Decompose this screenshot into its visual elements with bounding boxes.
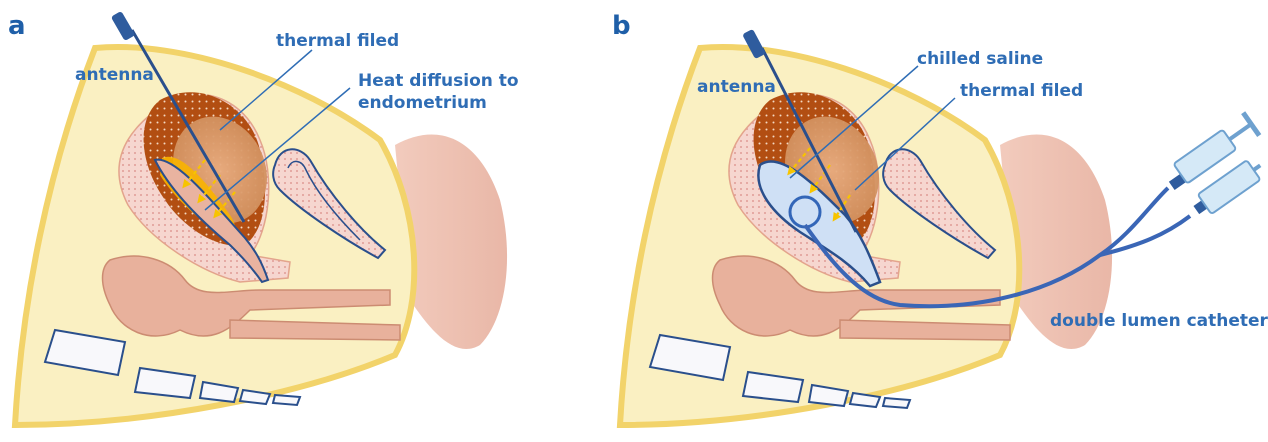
label-thermal-b: thermal filed bbox=[960, 81, 1083, 101]
panel-letter-b: b bbox=[612, 11, 631, 41]
catheter-tube-2 bbox=[1100, 216, 1190, 255]
panel-a: a bbox=[8, 11, 519, 425]
label-catheter-b: double lumen catheter bbox=[1050, 311, 1268, 331]
panel-b: b bbox=[612, 11, 1268, 425]
label-antenna-a: antenna bbox=[75, 65, 154, 85]
label-heat-line2-a: endometrium bbox=[358, 93, 487, 113]
label-thermal-a: thermal filed bbox=[276, 31, 399, 51]
antenna-handle-a bbox=[111, 11, 135, 41]
label-heat-line1-a: Heat diffusion to bbox=[358, 71, 519, 91]
label-chilled-b: chilled saline bbox=[917, 49, 1043, 69]
label-antenna-b: antenna bbox=[697, 77, 776, 97]
panel-letter-a: a bbox=[8, 11, 26, 41]
